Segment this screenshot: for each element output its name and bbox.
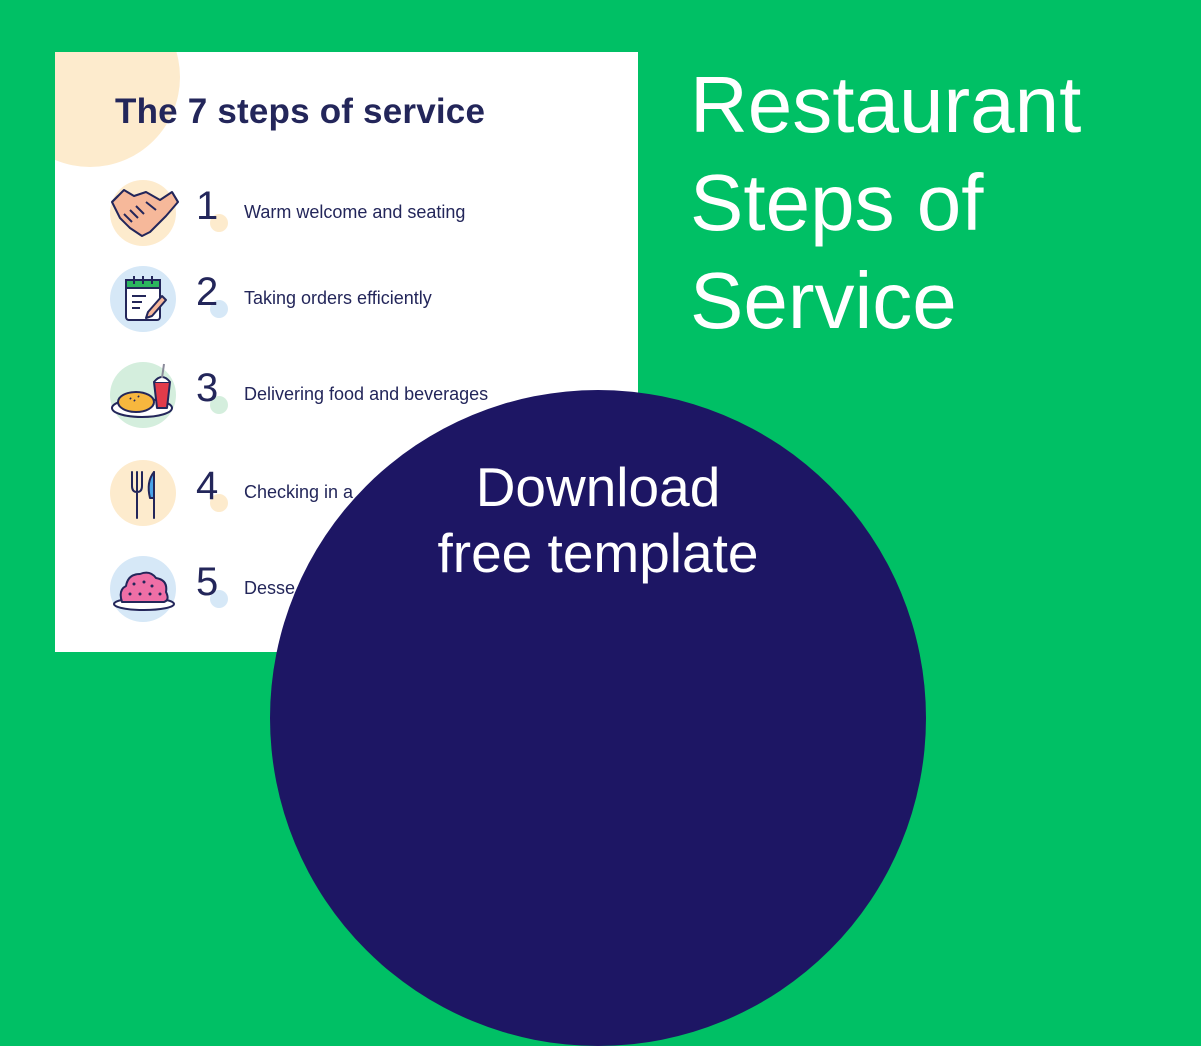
page-headline: Restaurant Steps of Service bbox=[690, 56, 1081, 350]
step-label: Delivering food and beverages bbox=[244, 384, 489, 404]
food-plate-icon bbox=[110, 362, 176, 428]
download-template-button[interactable]: Download free template bbox=[270, 390, 926, 1046]
handshake-icon bbox=[110, 180, 179, 246]
number-dot bbox=[210, 590, 228, 608]
step-label: Checking in a bbox=[244, 482, 354, 502]
number-dot bbox=[210, 214, 228, 232]
step-item: 3 Delivering food and beverages bbox=[110, 362, 630, 432]
step-number: 2 bbox=[196, 270, 219, 314]
notepad-icon bbox=[110, 266, 176, 332]
step-label: Taking orders efficiently bbox=[244, 288, 432, 308]
step-item: 4 Checking in a bbox=[110, 460, 630, 530]
step-item: 1 Warm welcome and seating bbox=[110, 180, 630, 250]
cutlery-icon bbox=[110, 460, 176, 526]
step-item: 5 Desse bbox=[110, 556, 630, 626]
step-number: 5 bbox=[196, 560, 219, 604]
step-number: 4 bbox=[196, 464, 219, 508]
dessert-icon bbox=[110, 556, 176, 622]
number-dot bbox=[210, 494, 228, 512]
number-dot bbox=[210, 300, 228, 318]
step-number: 1 bbox=[196, 184, 219, 228]
headline-line-1: Restaurant bbox=[690, 60, 1082, 149]
step-label: Desse bbox=[244, 578, 296, 598]
step-item: 2 Taking orders efficiently bbox=[110, 266, 630, 336]
cta-line-1: Download bbox=[475, 456, 721, 518]
cta-line-2: free template bbox=[437, 522, 759, 584]
cta-label: Download free template bbox=[270, 454, 926, 586]
step-number: 3 bbox=[196, 366, 219, 410]
number-dot bbox=[210, 396, 228, 414]
headline-line-3: Service bbox=[690, 256, 957, 345]
step-label: Warm welcome and seating bbox=[244, 202, 466, 222]
headline-line-2: Steps of bbox=[690, 158, 984, 247]
card-title: The 7 steps of service bbox=[115, 92, 486, 131]
